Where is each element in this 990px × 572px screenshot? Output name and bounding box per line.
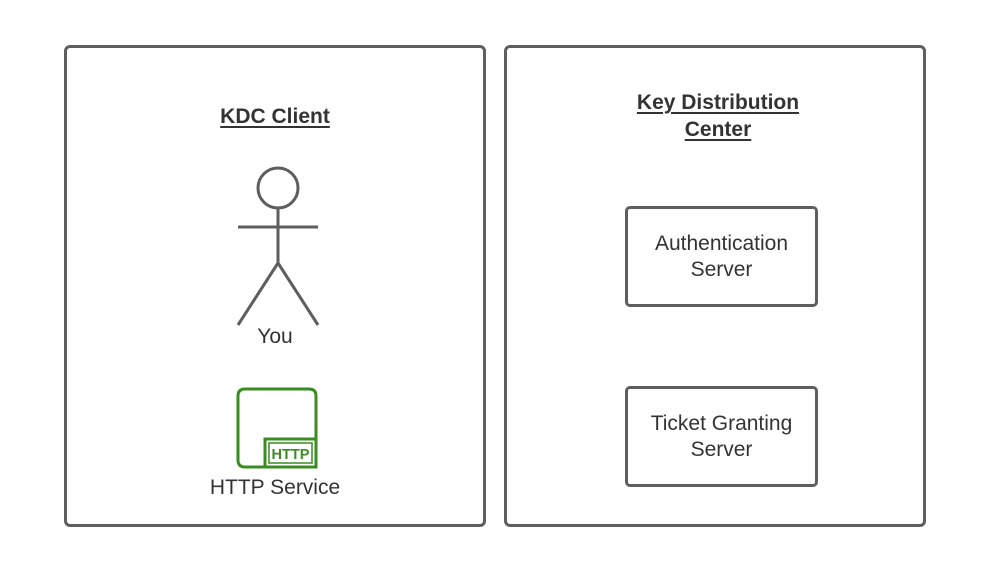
key-distribution-center-panel: Key Distribution Center Authentication S… <box>504 45 926 527</box>
http-service-label: HTTP Service <box>209 476 341 499</box>
stick-figure-icon <box>236 166 320 326</box>
ticket-granting-server-label: Ticket Granting Server <box>650 411 793 461</box>
ticket-granting-server-box: Ticket Granting Server <box>625 386 818 487</box>
actor-label: You <box>257 325 293 348</box>
kdc-client-panel: KDC Client You HTTP HTTP Service <box>64 45 486 527</box>
kdc-title: Key Distribution Center <box>636 91 800 141</box>
kdc-client-title: KDC Client <box>220 105 330 128</box>
http-service-icon: HTTP <box>236 387 318 469</box>
authentication-server-box: Authentication Server <box>625 206 818 307</box>
authentication-server-label: Authentication Server <box>654 231 789 281</box>
http-icon-text: HTTP <box>272 446 310 463</box>
